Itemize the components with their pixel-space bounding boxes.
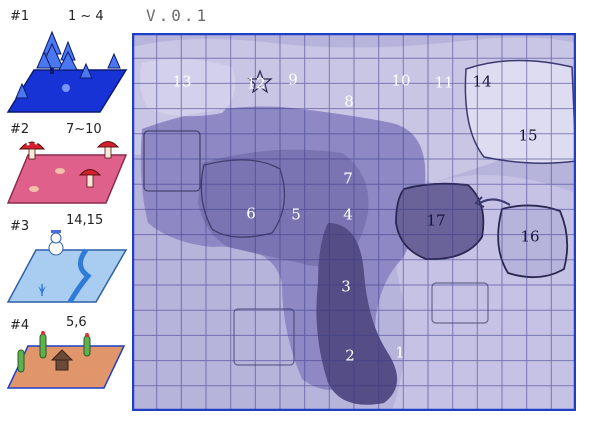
zone-label-11: 11 <box>434 73 454 92</box>
plant-icon <box>38 284 46 296</box>
map-grid <box>132 33 576 411</box>
zone-label-7: 7 <box>343 169 353 188</box>
legend-4-range: 5,6 <box>66 315 87 330</box>
zone-label-13: 13 <box>172 72 192 91</box>
legend-2-tile <box>6 141 128 204</box>
legend-4-tile <box>6 331 126 389</box>
zone-label-14: 14 <box>472 72 492 91</box>
zone-label-1: 1 <box>395 343 405 362</box>
legend-3-range: 14,15 <box>66 213 104 228</box>
zone-label-2: 2 <box>345 346 355 365</box>
zone-label-9: 9 <box>288 70 298 89</box>
legend-2-range: 7~10 <box>66 122 102 137</box>
version-label: V.0.1 <box>146 6 210 25</box>
snowman-icon <box>48 230 64 256</box>
tree-icon <box>15 30 121 99</box>
zone-label-5: 5 <box>291 205 301 224</box>
zone-label-10: 10 <box>391 71 411 90</box>
cactus-icon <box>17 331 91 373</box>
house-icon <box>50 349 74 371</box>
zone-label-12: 12 <box>246 74 266 93</box>
legend-4-number: #4 <box>10 318 30 333</box>
zone-label-4: 4 <box>343 205 353 224</box>
zone-label-15: 15 <box>518 126 538 145</box>
zone-label-6: 6 <box>246 204 256 223</box>
legend-1-number: #1 <box>10 9 30 24</box>
zone-label-17: 17 <box>426 211 446 230</box>
zone-label-8: 8 <box>344 92 354 111</box>
legend-2-number: #2 <box>10 122 30 137</box>
level-map: 1 2 3 4 5 6 7 8 9 10 11 12 13 14 15 16 1… <box>132 33 576 411</box>
zone-label-3: 3 <box>341 277 351 296</box>
legend-3-tile <box>6 230 128 304</box>
zone-label-16: 16 <box>520 227 540 246</box>
mushroom-icon <box>18 141 120 192</box>
map-border <box>132 33 576 411</box>
map-canvas <box>132 33 576 411</box>
legend-1-tile <box>6 30 128 113</box>
legend-3-number: #3 <box>10 219 30 234</box>
legend-1-range: 1 ~ 4 <box>68 9 104 24</box>
